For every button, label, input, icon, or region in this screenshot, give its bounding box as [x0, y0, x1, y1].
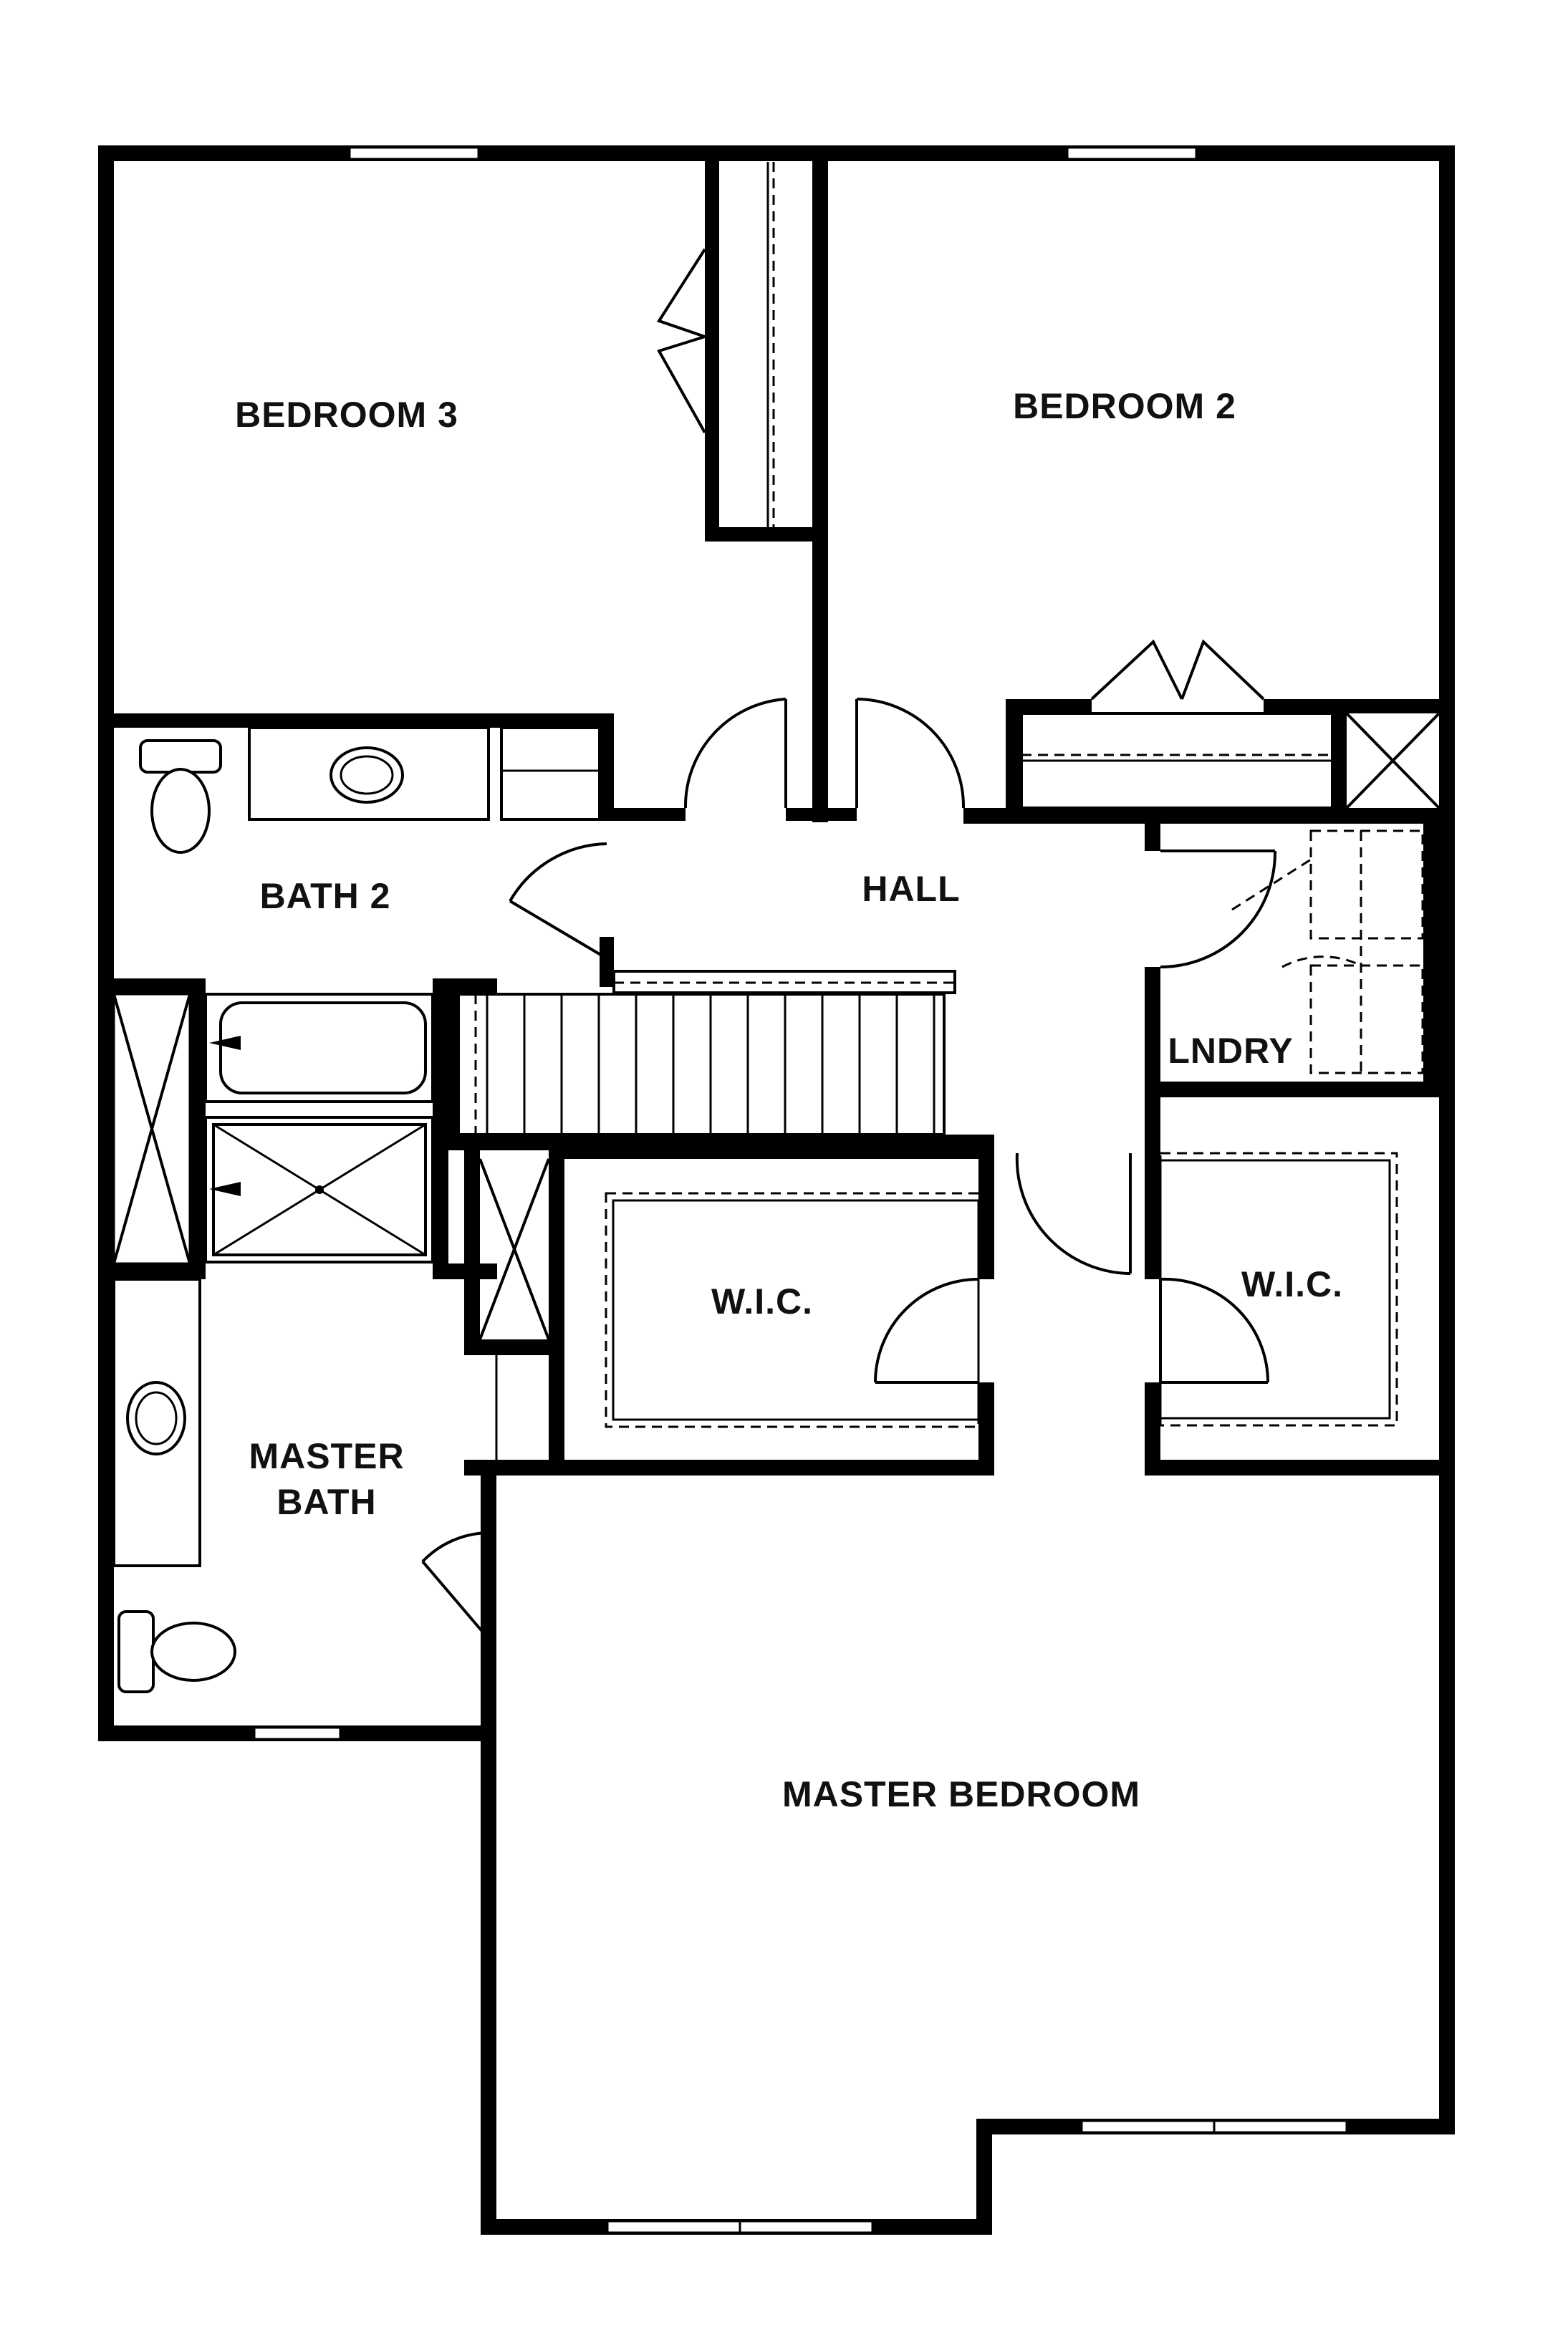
interior-walls: [98, 156, 1455, 1741]
room-labels: BEDROOM 3 BEDROOM 2 BATH 2 HALL LNDRY W.…: [235, 386, 1343, 1814]
label-wic-right: W.I.C.: [1241, 1264, 1343, 1304]
label-hall: HALL: [862, 869, 960, 909]
stairs: [457, 970, 956, 1136]
label-bedroom2: BEDROOM 2: [1013, 386, 1236, 426]
label-bedroom3: BEDROOM 3: [235, 395, 458, 435]
closet-shelves: [112, 162, 1440, 1460]
windows: [253, 146, 1348, 2234]
label-laundry: LNDRY: [1168, 1031, 1293, 1071]
label-wic-left: W.I.C.: [711, 1281, 813, 1322]
label-master-bedroom: MASTER BEDROOM: [782, 1774, 1140, 1814]
exterior-walls: [98, 145, 1455, 2235]
fixtures: [112, 726, 1424, 1693]
label-bath2: BATH 2: [260, 876, 391, 916]
label-master-bath-line2: BATH: [276, 1482, 376, 1522]
label-master-bath-line1: MASTER: [249, 1436, 404, 1476]
doors: [421, 248, 1277, 1640]
